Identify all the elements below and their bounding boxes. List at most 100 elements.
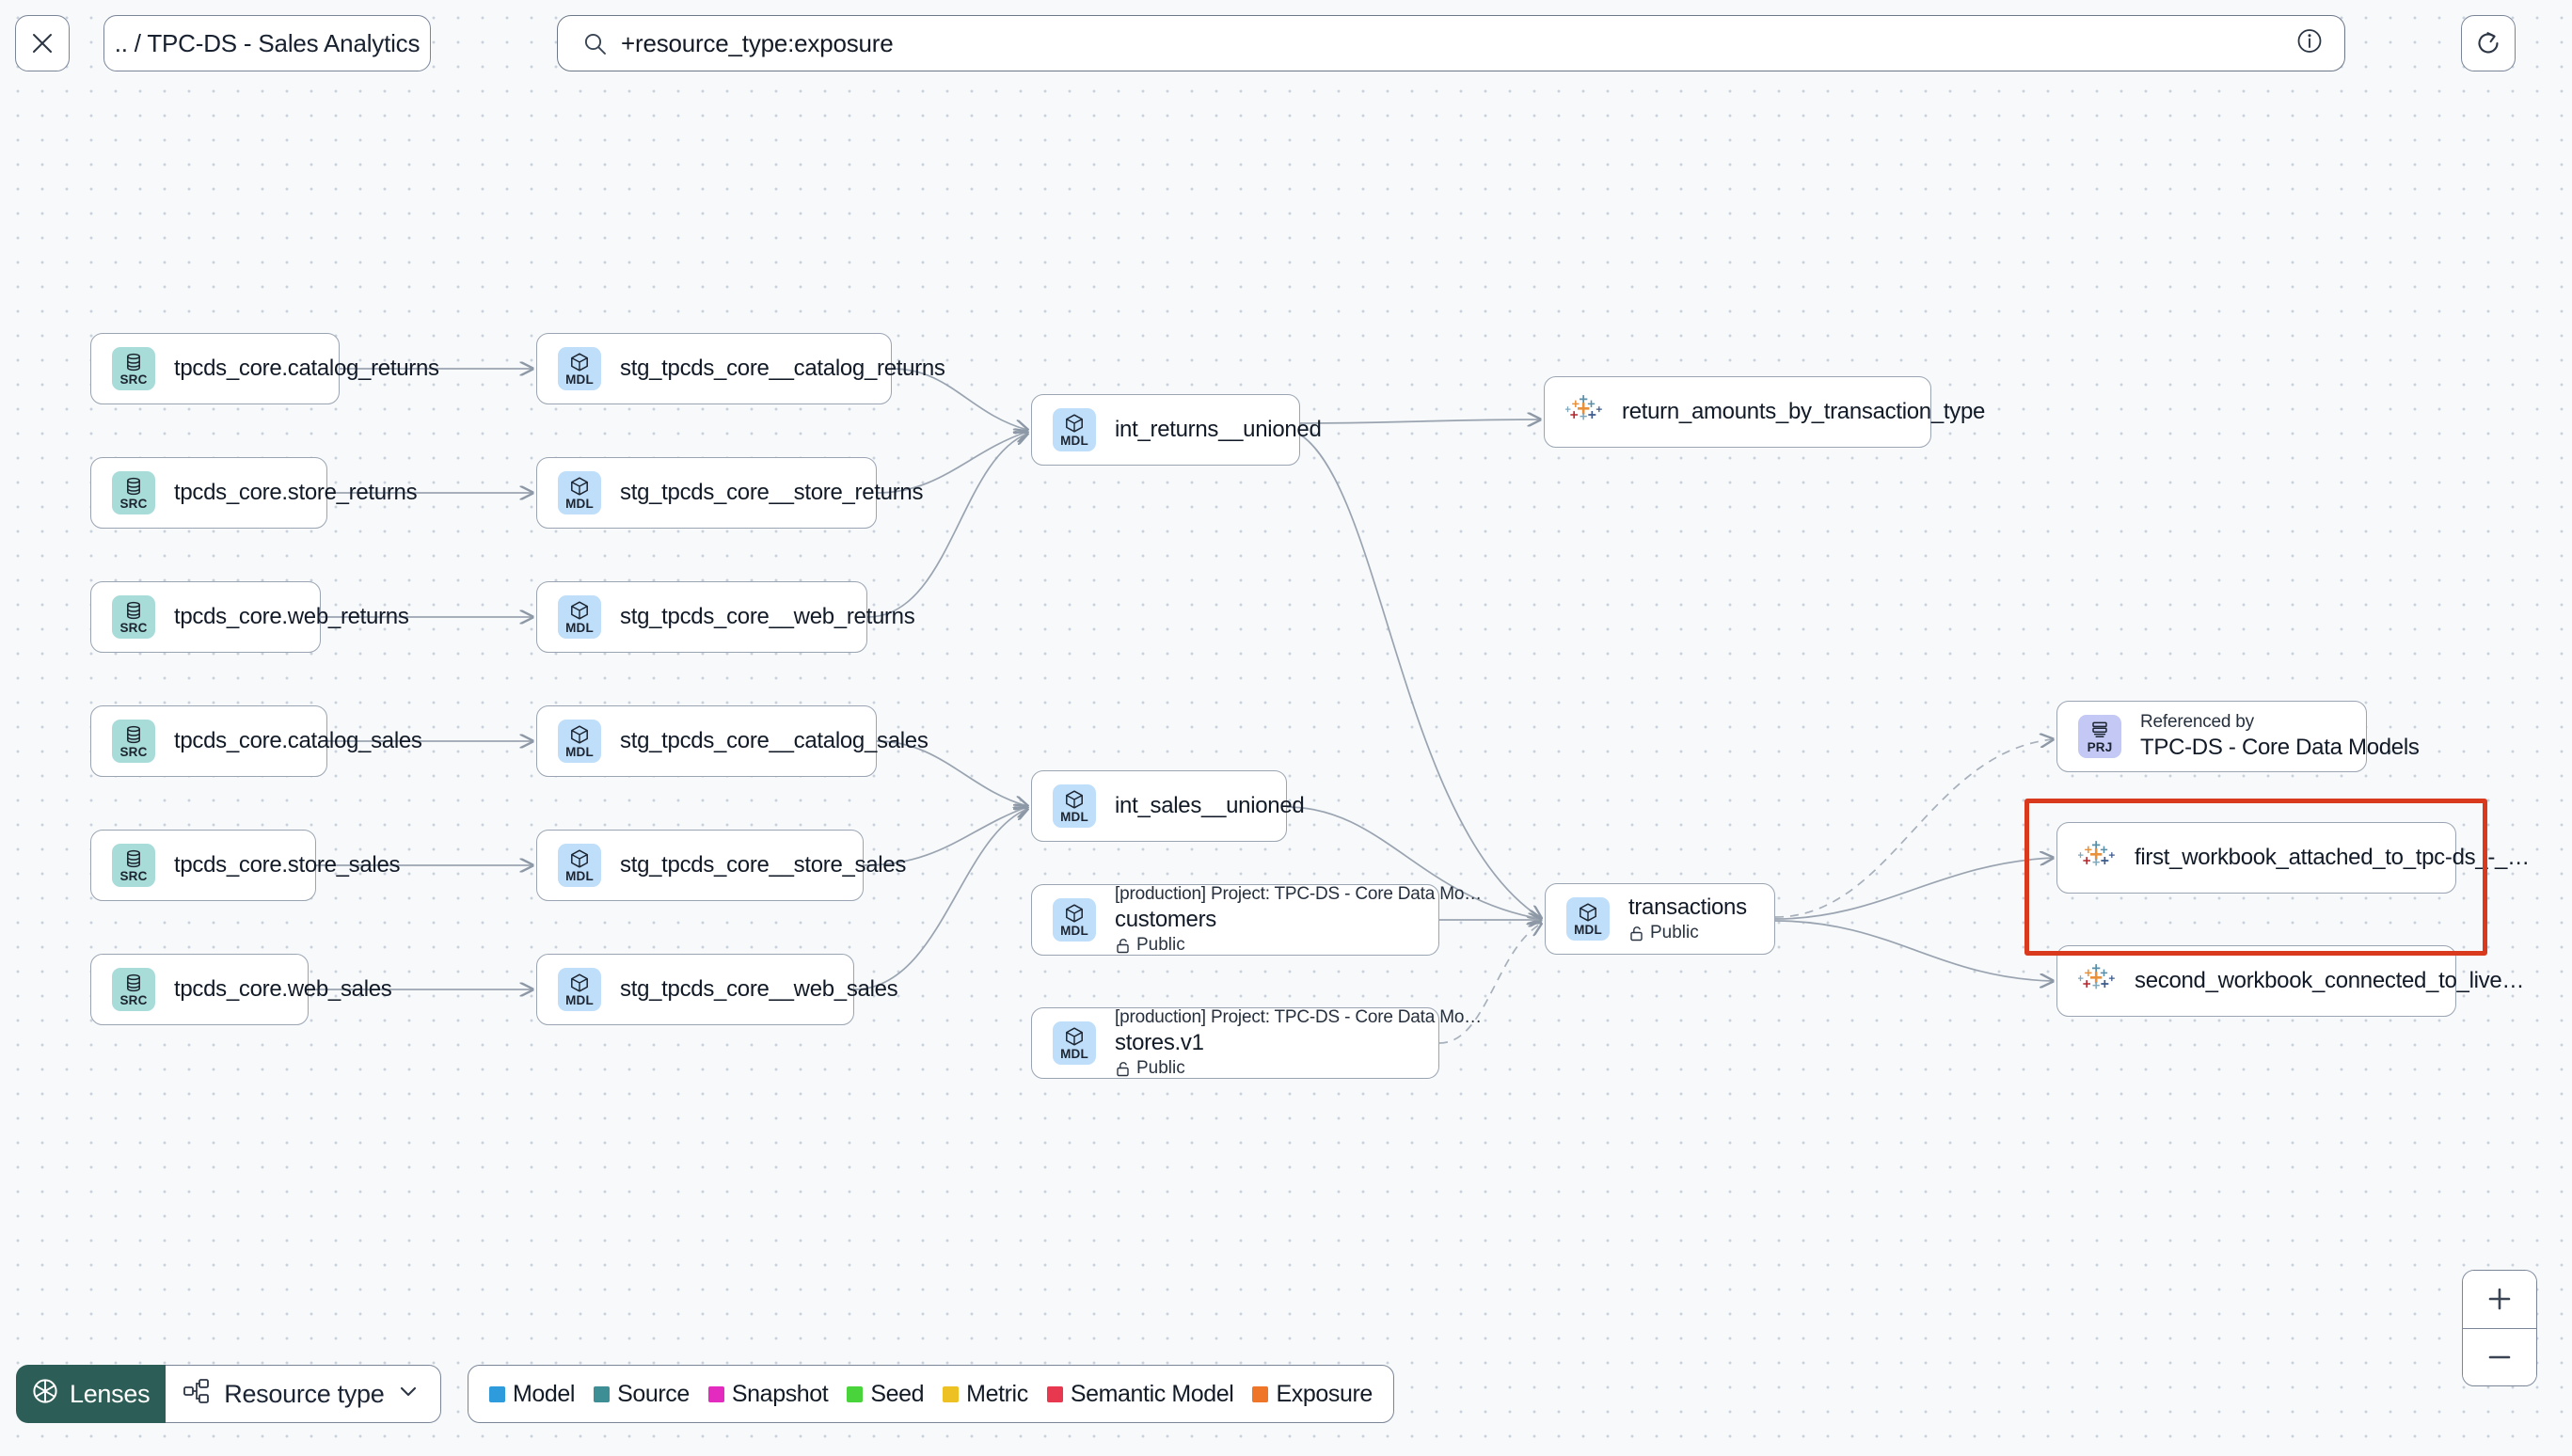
legend-item-exposure[interactable]: Exposure xyxy=(1252,1381,1373,1408)
search-bar[interactable]: +resource_type:exposure xyxy=(557,15,2345,71)
node-project-label: [production] Project: TPC-DS - Core Data… xyxy=(1115,884,1482,904)
cube-icon xyxy=(1064,789,1085,810)
cube-icon xyxy=(569,476,590,497)
refresh-button[interactable] xyxy=(2461,15,2516,71)
node-type-badge-mdl: MDL xyxy=(558,720,601,763)
legend-label: Metric xyxy=(966,1380,1028,1407)
graph-node-mdl-stg-store-sales[interactable]: MDL stg_tpcds_core__store_sales xyxy=(536,830,906,901)
node-type-badge-label: MDL xyxy=(565,744,594,759)
node-type-badge-label: PRJ xyxy=(2087,739,2113,754)
project-icon xyxy=(2089,720,2110,740)
legend-color-swatch xyxy=(594,1385,611,1402)
search-icon xyxy=(582,31,608,56)
graph-node-mdl-stores[interactable]: MDL [production] Project: TPC-DS - Core D… xyxy=(1031,1007,1482,1079)
node-type-badge-label: MDL xyxy=(565,496,594,511)
lock-open-icon xyxy=(1117,938,1129,953)
node-type-badge-label: SRC xyxy=(119,868,148,883)
info-icon[interactable] xyxy=(2295,27,2324,60)
node-type-badge-label: MDL xyxy=(1060,1046,1088,1061)
lenses-button[interactable]: Lenses xyxy=(16,1365,167,1423)
cube-icon xyxy=(1578,902,1598,923)
node-type-badge-src: SRC xyxy=(112,844,155,887)
legend-item-source[interactable]: Source xyxy=(594,1381,690,1408)
graph-node-src-catalog-returns[interactable]: SRC tpcds_core.catalog_returns xyxy=(90,333,439,404)
close-button[interactable] xyxy=(15,15,70,71)
legend-item-snapshot[interactable]: Snapshot xyxy=(707,1380,829,1408)
legend-label: Snapshot xyxy=(731,1380,829,1407)
node-type-badge-label: MDL xyxy=(1574,922,1602,937)
node-type-badge-src: SRC xyxy=(112,968,155,1011)
chevron-down-icon xyxy=(397,1380,420,1409)
database-icon xyxy=(123,724,144,745)
legend-item-semantic-model[interactable]: Semantic Model xyxy=(1046,1381,1234,1408)
graph-node-mdl-customers[interactable]: MDL[production] Project: TPC-DS - Core D… xyxy=(1031,884,1482,956)
node-type-badge-mdl: MDL xyxy=(1566,897,1610,941)
graph-node-exp-first-workbook[interactable]: first_workbook_attached_to_tpc-ds_-_… xyxy=(2056,822,2530,894)
tableau-exposure-icon xyxy=(1564,391,1603,434)
node-type-badge-label: SRC xyxy=(119,372,148,387)
header-bar: .. / TPC-DS - Sales Analytics +resource_… xyxy=(0,0,2572,111)
search-input[interactable]: +resource_type:exposure xyxy=(621,28,894,57)
node-type-badge-label: MDL xyxy=(565,868,594,883)
breadcrumb[interactable]: .. / TPC-DS - Sales Analytics xyxy=(103,15,431,71)
node-label: stg_tpcds_core__store_sales xyxy=(620,852,907,878)
cube-icon xyxy=(569,724,590,745)
node-type-badge-label: MDL xyxy=(565,992,594,1007)
node-type-badge-label: SRC xyxy=(119,744,148,759)
resource-type-filter[interactable]: Resource type xyxy=(166,1365,442,1423)
cube-icon xyxy=(569,352,590,372)
legend-color-swatch xyxy=(1046,1385,1063,1402)
graph-node-exp-second-workbook[interactable]: second_workbook_connected_to_live… xyxy=(2056,945,2524,1017)
lock-open-icon xyxy=(1630,926,1643,941)
node-type-badge-mdl: MDL xyxy=(1053,784,1096,828)
node-type-badge-label: SRC xyxy=(119,620,148,635)
node-type-badge-label: SRC xyxy=(119,992,148,1007)
refresh-icon xyxy=(2478,32,2499,54)
legend-item-model[interactable]: Model xyxy=(489,1381,575,1408)
database-icon xyxy=(123,973,144,993)
node-type-badge-src: SRC xyxy=(112,720,155,763)
graph-node-exp-return-amounts[interactable]: return_amounts_by_transaction_type xyxy=(1544,376,1985,448)
breadcrumb-label: .. / TPC-DS - Sales Analytics xyxy=(114,28,421,57)
zoom-in-button[interactable] xyxy=(2463,1271,2536,1329)
node-label: tpcds_core.store_returns xyxy=(174,480,418,505)
zoom-controls xyxy=(2462,1270,2537,1386)
node-project-label: [production] Project: TPC-DS - Core Data… xyxy=(1115,1007,1482,1027)
legend-label: Seed xyxy=(870,1380,925,1407)
cube-icon xyxy=(569,600,590,621)
bottom-toolbar: Lenses Resource type Model Source Snapshot… xyxy=(0,1345,2572,1456)
legend-item-seed[interactable]: Seed xyxy=(847,1380,925,1408)
node-type-badge-prj: PRJ xyxy=(2078,715,2121,758)
node-visibility-label: Public xyxy=(1136,935,1185,955)
plus-icon xyxy=(2488,1288,2511,1310)
cube-icon xyxy=(1064,1026,1085,1047)
node-label: tpcds_core.catalog_returns xyxy=(174,356,439,381)
node-visibility: Public xyxy=(1115,935,1482,956)
legend-color-swatch xyxy=(847,1385,864,1402)
legend-item-metric[interactable]: Metric xyxy=(943,1381,1028,1408)
node-type-badge-mdl: MDL xyxy=(558,471,601,514)
node-type-badge-mdl: MDL xyxy=(1053,408,1096,451)
database-icon xyxy=(123,848,144,869)
node-visibility: Public xyxy=(1115,1058,1482,1079)
graph-node-src-store-returns[interactable]: SRC tpcds_core.store_returns xyxy=(90,457,418,529)
zoom-out-button[interactable] xyxy=(2463,1328,2536,1385)
node-type-badge-label: SRC xyxy=(119,496,148,511)
node-label: return_amounts_by_transaction_type xyxy=(1622,399,1986,424)
node-label: stores.v1 xyxy=(1115,1030,1204,1055)
node-label: first_workbook_attached_to_tpc-ds_-_… xyxy=(2135,845,2530,870)
